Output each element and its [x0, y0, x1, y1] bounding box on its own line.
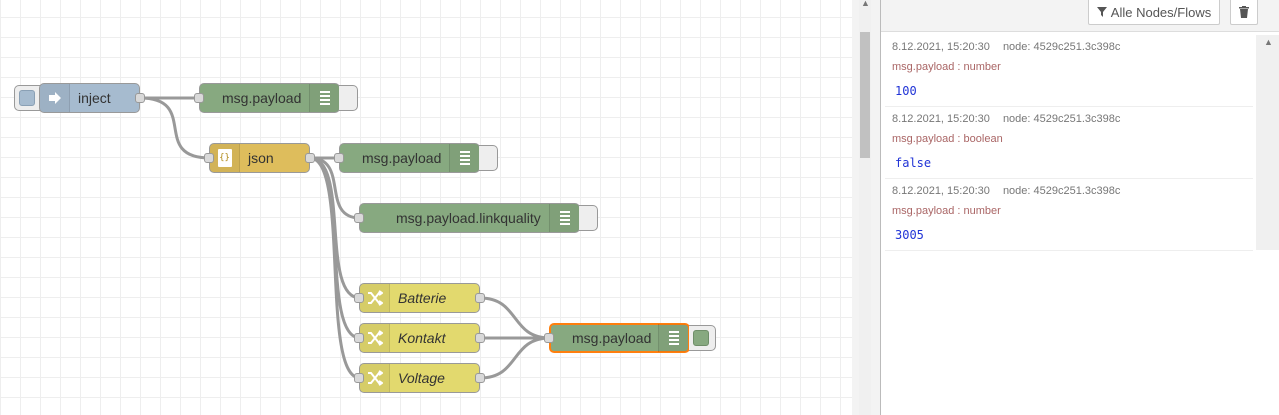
node-change-batterie[interactable]: Batterie	[354, 283, 485, 313]
change-voltage-input-port[interactable]	[354, 373, 364, 383]
debug-3-toggle-inner[interactable]	[581, 210, 595, 226]
filter-icon	[1096, 7, 1107, 17]
debug-3-toggle-button[interactable]	[579, 205, 598, 231]
message-list-scrollbar[interactable]: ▲	[1256, 35, 1279, 250]
debug-list-icon	[549, 204, 579, 232]
node-json-label: json	[248, 150, 274, 166]
json-output-port[interactable]	[305, 153, 315, 163]
debug-toolbar: Alle Nodes/Flows	[881, 0, 1279, 32]
inject-trigger-button[interactable]	[14, 85, 40, 111]
inject-trigger-inner[interactable]	[19, 90, 35, 106]
flow-workspace[interactable]: inject msg.payload {} json msg.payload m…	[0, 0, 852, 415]
debug-2-input-port[interactable]	[334, 153, 344, 163]
wire-json-debug3	[309, 156, 361, 220]
message-timestamp: 8.12.2021, 15:20:30	[892, 113, 990, 125]
node-change-batterie-label: Batterie	[398, 290, 447, 306]
change-batterie-input-port[interactable]	[354, 293, 364, 303]
node-debug-3[interactable]: msg.payload.linkquality	[354, 203, 580, 233]
debug-4-toggle-inner[interactable]	[693, 330, 709, 346]
node-inject-label: inject	[78, 90, 111, 106]
debug-list-icon	[449, 144, 479, 172]
debug-1-toggle-inner[interactable]	[341, 90, 355, 106]
sidebar-edge	[871, 0, 881, 415]
debug-message[interactable]: 8.12.2021, 15:20:30 node: 4529c251.3c398…	[885, 179, 1253, 251]
message-topic: msg.payload : number	[892, 205, 1001, 217]
wire-change1-debug4	[479, 296, 551, 340]
scroll-up-arrow-icon[interactable]: ▲	[861, 0, 870, 8]
filter-button-label: Alle Nodes/Flows	[1110, 4, 1212, 20]
message-node-link[interactable]: node: 4529c251.3c398c	[1002, 113, 1121, 125]
node-inject[interactable]: inject	[39, 83, 145, 113]
node-json[interactable]: {} json	[204, 143, 315, 173]
node-debug-4[interactable]: msg.payload	[544, 323, 690, 353]
message-timestamp: 8.12.2021, 15:20:30	[892, 41, 990, 53]
debug-4-input-port[interactable]	[544, 333, 554, 343]
message-meta: 8.12.2021, 15:20:30 node: 4529c251.3c398…	[892, 184, 1246, 198]
message-value[interactable]: 100	[895, 84, 917, 98]
node-debug-1-label: msg.payload	[222, 90, 302, 106]
debug-2-toggle-inner[interactable]	[481, 150, 495, 166]
message-meta: 8.12.2021, 15:20:30 node: 4529c251.3c398…	[892, 40, 1246, 54]
shuffle-icon	[360, 364, 390, 392]
node-debug-2-label: msg.payload	[362, 150, 442, 166]
workspace-scrollbar[interactable]: ▲	[859, 0, 871, 415]
change-kontakt-output-port[interactable]	[475, 333, 485, 343]
message-meta: 8.12.2021, 15:20:30 node: 4529c251.3c398…	[892, 112, 1246, 126]
change-kontakt-input-port[interactable]	[354, 333, 364, 343]
node-change-kontakt-label: Kontakt	[398, 330, 446, 346]
node-change-voltage-label: Voltage	[398, 370, 445, 386]
shuffle-icon	[360, 284, 390, 312]
debug-list-icon	[658, 324, 688, 352]
debug-2-toggle-button[interactable]	[479, 145, 498, 171]
sidebar-resize-handle[interactable]	[852, 0, 859, 415]
node-debug-3-label: msg.payload.linkquality	[396, 210, 541, 226]
message-value[interactable]: false	[895, 156, 932, 170]
message-timestamp: 8.12.2021, 15:20:30	[892, 185, 990, 197]
message-value[interactable]: 3005	[895, 228, 924, 242]
node-debug-1[interactable]: msg.payload	[194, 83, 340, 113]
debug-message[interactable]: 8.12.2021, 15:20:30 node: 4529c251.3c398…	[885, 107, 1253, 179]
node-debug-4-label: msg.payload	[572, 330, 652, 346]
debug-1-input-port[interactable]	[194, 93, 204, 103]
node-change-kontakt[interactable]: Kontakt	[354, 323, 485, 353]
wires-layer	[139, 96, 551, 380]
shuffle-icon	[360, 324, 390, 352]
change-voltage-output-port[interactable]	[475, 373, 485, 383]
debug-4-toggle-button[interactable]	[689, 325, 716, 351]
debug-sidebar: Alle Nodes/Flows 8.12.2021, 15:20:30 nod…	[881, 0, 1279, 415]
debug-list-icon	[309, 84, 339, 112]
inject-arrow-icon	[40, 84, 70, 112]
trash-icon	[1239, 6, 1249, 18]
inject-output-port[interactable]	[135, 93, 145, 103]
node-change-voltage[interactable]: Voltage	[354, 363, 485, 393]
debug-message-list[interactable]: 8.12.2021, 15:20:30 node: 4529c251.3c398…	[885, 35, 1253, 251]
message-topic: msg.payload : boolean	[892, 133, 1003, 145]
clear-messages-button[interactable]	[1230, 0, 1258, 25]
scroll-up-arrow-icon[interactable]: ▲	[1264, 37, 1273, 47]
node-debug-2[interactable]: msg.payload	[334, 143, 480, 173]
wire-inject-json	[139, 96, 211, 160]
workspace-scrollbar-thumb[interactable]	[860, 32, 870, 158]
message-node-link[interactable]: node: 4529c251.3c398c	[1002, 41, 1121, 53]
debug-3-input-port[interactable]	[354, 213, 364, 223]
message-topic: msg.payload : number	[892, 61, 1001, 73]
wire-json-change3	[309, 156, 361, 380]
debug-message[interactable]: 8.12.2021, 15:20:30 node: 4529c251.3c398…	[885, 35, 1253, 107]
debug-1-toggle-button[interactable]	[339, 85, 358, 111]
message-node-link[interactable]: node: 4529c251.3c398c	[1002, 185, 1121, 197]
filter-button[interactable]: Alle Nodes/Flows	[1088, 0, 1220, 25]
change-batterie-output-port[interactable]	[475, 293, 485, 303]
json-braces-icon: {}	[210, 144, 240, 172]
json-input-port[interactable]	[204, 153, 214, 163]
wire-change3-debug4	[479, 336, 551, 380]
